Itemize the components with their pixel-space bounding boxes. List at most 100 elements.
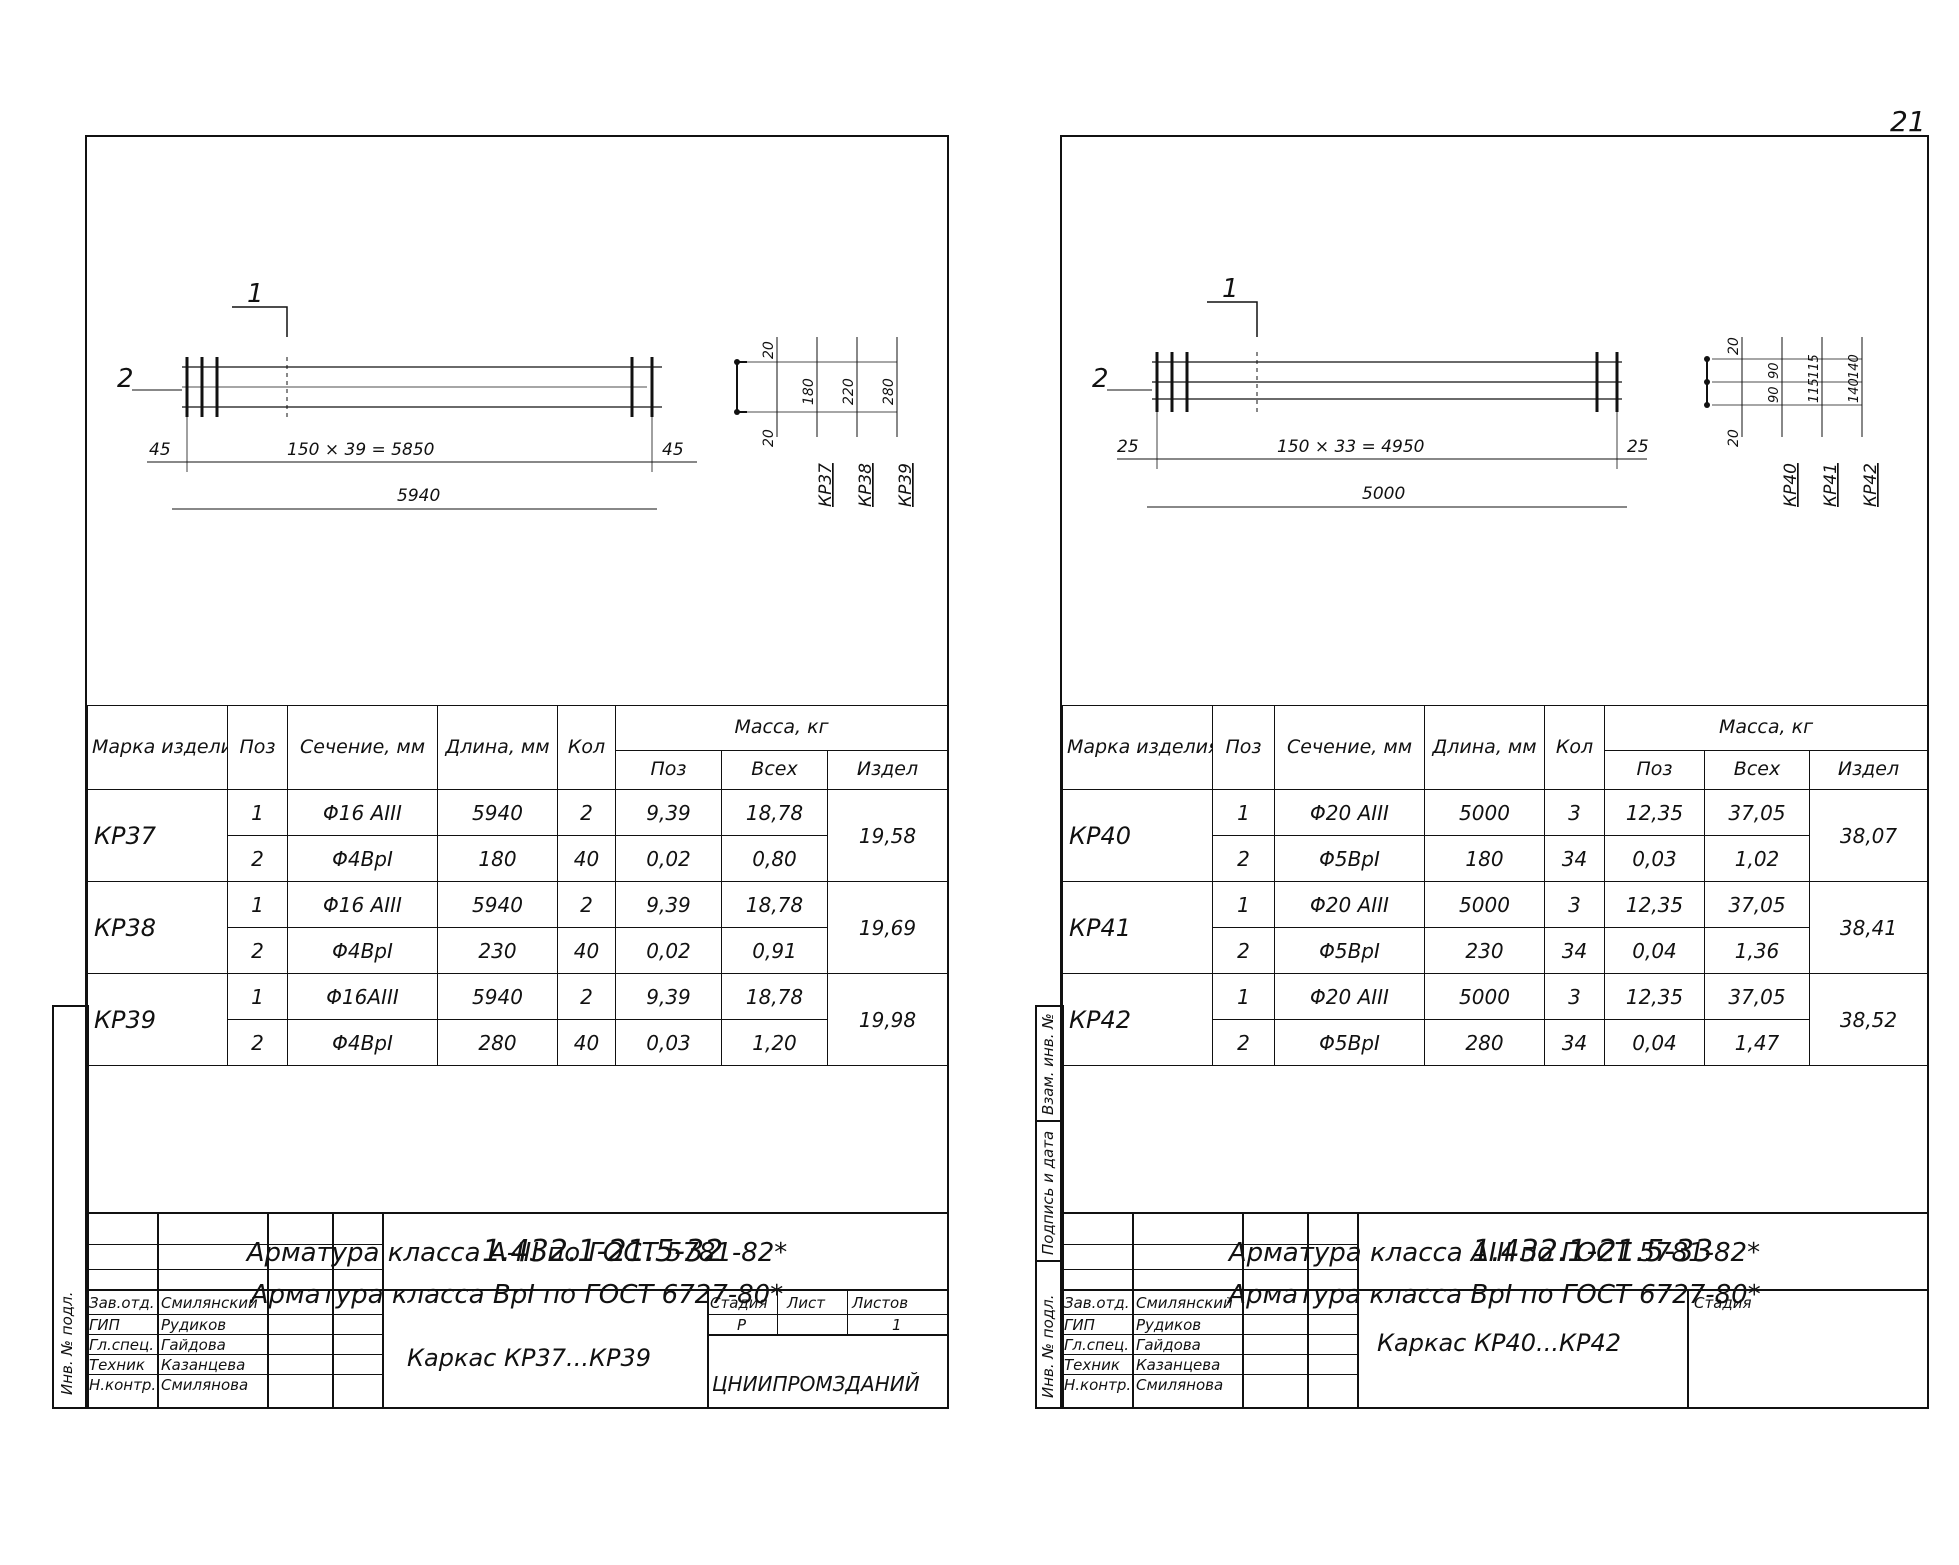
left-sec-mark-2: КР38 [856,463,876,507]
right-side-box [1035,1005,1064,1409]
left-note-1: Арматура класса А-III по ГОСТ 5781-82* [246,1238,788,1268]
row-mass-pos: 0,03 [615,1019,722,1066]
row-mass-pos: 12,35 [1604,973,1705,1020]
row-mass-pos: 0,03 [1604,835,1705,882]
row-section: Φ16 АIII [287,789,438,836]
left-header-mass-pos: Поз [615,750,722,790]
right-role-4: Техник [1064,1356,1120,1374]
row-mass-pos: 0,02 [615,927,722,974]
right-doc-code: 1.432.1-21.5-33 [1472,1234,1714,1269]
table-row: КР41 1 Φ20 АIII 5000 3 12,35 37,05 38,41 [1062,881,1929,974]
left-name-3: Гайдова [161,1336,226,1354]
right-role-2: ГИП [1064,1316,1095,1334]
row-length: 230 [437,927,558,974]
row-section: Φ4ВрI [287,835,438,882]
row-mark: КР38 [87,881,228,974]
left-name-2: Рудиков [161,1316,227,1334]
left-role-2: ГИП [89,1316,120,1334]
row-mass-pos: 9,39 [615,881,722,928]
right-name-2: Рудиков [1136,1316,1202,1334]
row-pos: 2 [1212,927,1275,974]
right-sec-mark-2: КР41 [1821,463,1841,507]
left-dim-end-left: 45 [149,440,171,460]
left-stage-value: Р [737,1316,747,1334]
left-doc-title: Каркас КР37...КР39 [407,1344,651,1372]
row-mark: КР37 [87,789,228,882]
left-note-2: Арматура класса ВрI по ГОСТ 6727-80* [250,1280,784,1310]
left-header-mark: Марка изделия [87,705,228,790]
row-pos: 2 [227,1019,288,1066]
right-name-4: Казанцева [1136,1356,1221,1374]
right-position-label: 1 [1222,274,1239,304]
left-reinforcement-drawing: 1 2 45 150 × 39 = 5850 45 5940 [117,279,916,510]
left-dim-total: 5940 [397,486,440,506]
right-header-mass-pos: Поз [1604,750,1705,790]
table-row: 2 Φ5ВрI 180 34 0,03 1,02 [1063,835,1928,882]
row-pos: 1 [1212,789,1275,836]
left-role-3: Гл.спец. [89,1336,154,1354]
row-mass-all: 18,78 [721,789,828,836]
right-sec-mark-3: КР42 [1861,463,1881,507]
right-header-length: Длина, мм [1424,705,1545,790]
row-qty: 2 [557,973,616,1020]
left-doc-code: 1.432.1-21.5-32 [482,1234,724,1269]
right-role-3: Гл.спец. [1064,1336,1129,1354]
row-qty: 40 [557,927,616,974]
table-row: КР39 1 Φ16АIII 5940 2 9,39 18,78 19,98 [87,973,949,1066]
left-dim-span: 150 × 39 = 5850 [287,440,434,460]
row-qty: 2 [557,881,616,928]
right-sheet: 1 2 25 150 × 33 = 4950 25 5000 20 90 90 … [1060,135,1929,1409]
row-mass-pos: 9,39 [615,789,722,836]
row-length: 5000 [1424,881,1545,928]
right-header-section: Сечение, мм [1274,705,1425,790]
row-mass-all: 0,91 [721,927,828,974]
left-org: ЦНИИПРОМЗДАНИЙ [712,1372,920,1396]
left-name-4: Казанцева [161,1356,246,1374]
left-sec-mark-3: КР39 [896,463,916,507]
right-side-label-1: Взам. инв. № [1039,1013,1057,1115]
row-mass-pos: 9,39 [615,973,722,1020]
row-length: 5000 [1424,973,1545,1020]
right-bar-label: 2 [1092,364,1109,394]
row-mass-all: 1,20 [721,1019,828,1066]
left-header-length: Длина, мм [437,705,558,790]
row-qty: 34 [1544,927,1605,974]
left-sec-mark-1: КР37 [816,463,836,507]
row-pos: 1 [227,973,288,1020]
left-sheets-value: 1 [892,1316,902,1334]
row-section: Φ20 АIII [1274,973,1425,1020]
left-sec-mid: 180 [801,378,817,405]
right-role-5: Н.контр. [1064,1376,1132,1394]
right-name-3: Гайдова [1136,1336,1201,1354]
row-length: 280 [1424,1019,1545,1066]
left-side-label: Инв. № подл. [58,1291,76,1395]
row-mark: КР39 [87,973,228,1066]
table-row: 2 Φ5ВрI 280 34 0,04 1,47 [1063,1019,1928,1066]
right-sec-bottom: 20 [1726,429,1742,447]
table-row: КР40 1 Φ20 АIII 5000 3 12,35 37,05 38,07 [1062,789,1929,882]
row-mass-all: 1,36 [1704,927,1810,974]
row-qty: 34 [1544,835,1605,882]
left-sheet: 1 2 45 150 × 39 = 5850 45 5940 [85,135,949,1409]
left-position-label: 1 [247,279,264,309]
row-length: 5940 [437,973,558,1020]
left-header-mass-item: Издел [826,750,949,790]
right-header-qty: Кол [1544,705,1605,790]
right-sec-e: 140 [1847,354,1862,379]
row-length: 5940 [437,881,558,928]
row-qty: 3 [1544,973,1605,1020]
right-stage-header: Стадия [1694,1294,1752,1312]
row-qty: 40 [557,1019,616,1066]
table-row: 2 Φ4ВрI 230 40 0,02 0,91 [88,927,948,974]
right-header-mark: Марка изделия [1062,705,1213,790]
right-name-1: Смилянский [1136,1294,1233,1312]
table-row: 2 Φ4ВрI 180 40 0,02 0,80 [88,835,948,882]
left-sec-top: 20 [761,341,777,359]
right-sec-top: 20 [1726,337,1742,355]
row-pos: 1 [1212,973,1275,1020]
row-section: Φ4ВрI [287,927,438,974]
left-name-1: Смилянский [161,1294,258,1312]
row-mass-all: 1,02 [1704,835,1810,882]
right-side-label-3: Инв. № подл. [1039,1294,1057,1398]
right-header-mass-item: Издел [1808,750,1929,790]
